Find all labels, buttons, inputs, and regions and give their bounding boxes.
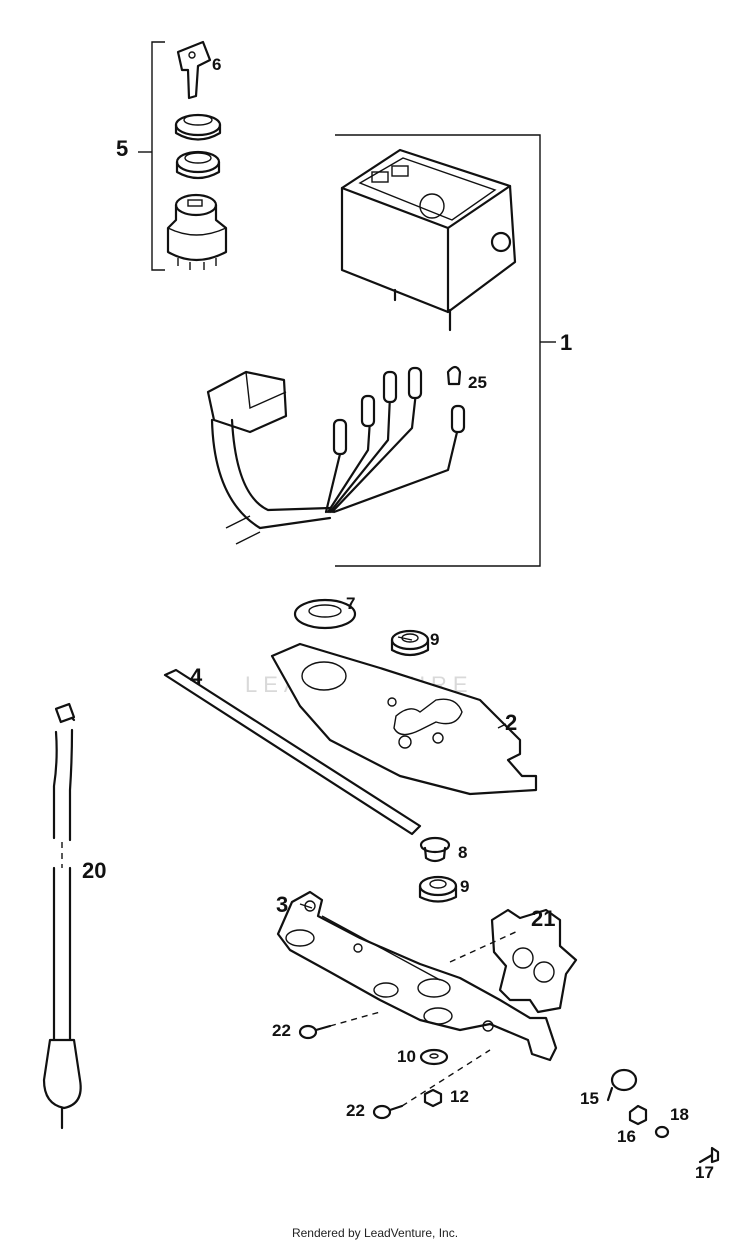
callout-3: 3 — [276, 892, 288, 917]
callout-8: 8 — [458, 843, 467, 862]
nut — [423, 1088, 443, 1108]
cable-strap — [163, 668, 422, 836]
leader-line-21 — [449, 929, 521, 963]
cover-plate — [490, 908, 578, 1014]
callout-7: 7 — [346, 594, 355, 613]
washer — [419, 1048, 449, 1066]
callout-2: 2 — [505, 710, 517, 735]
callout-25: 25 — [468, 373, 487, 392]
callout-4: 4 — [190, 664, 203, 689]
screw — [698, 1146, 720, 1164]
ignition-key — [176, 40, 212, 100]
callout-16: 16 — [617, 1127, 636, 1146]
wiring-harness — [206, 366, 466, 545]
leader-lines — [299, 636, 507, 909]
switch-nut-upper — [174, 113, 222, 141]
callout-12: 12 — [450, 1087, 469, 1106]
callout-15: 15 — [580, 1089, 599, 1108]
switch-nut-lower — [175, 150, 221, 180]
bolt-upper — [298, 1024, 332, 1040]
callout-17: 17 — [695, 1163, 714, 1182]
callout-1: 1 — [560, 330, 572, 355]
grommet-upper — [390, 629, 430, 657]
small-washer — [654, 1125, 670, 1139]
callout-9-upper: 9 — [430, 630, 439, 649]
callout-10: 10 — [397, 1047, 416, 1066]
footer-credit: Rendered by LeadVenture, Inc. — [291, 1226, 459, 1240]
bolt-lower — [372, 1104, 404, 1120]
mounting-bracket — [276, 890, 558, 1062]
hex-nut — [628, 1104, 648, 1126]
meter-housing — [340, 148, 517, 332]
grommet-lower — [418, 875, 458, 903]
callout-9-lower: 9 — [460, 877, 469, 896]
leader-line-22a — [329, 1011, 381, 1027]
callout-22-upper: 22 — [272, 1021, 291, 1040]
meter-grommet — [293, 598, 357, 630]
ignition-switch — [166, 193, 228, 270]
clip — [606, 1068, 638, 1102]
indicator-bulb — [446, 365, 462, 386]
callout-6: 6 — [212, 55, 221, 74]
callout-22-lower: 22 — [346, 1101, 365, 1120]
bushing — [419, 836, 451, 863]
callout-5: 5 — [116, 136, 128, 161]
callout-18: 18 — [670, 1105, 689, 1124]
meter-assembly-bracket — [335, 134, 556, 567]
key-switch-bracket — [138, 41, 165, 271]
tach-cable — [42, 702, 82, 1130]
callout-20: 20 — [82, 858, 106, 883]
dash-panel — [270, 642, 538, 796]
callout-21: 21 — [531, 906, 555, 931]
